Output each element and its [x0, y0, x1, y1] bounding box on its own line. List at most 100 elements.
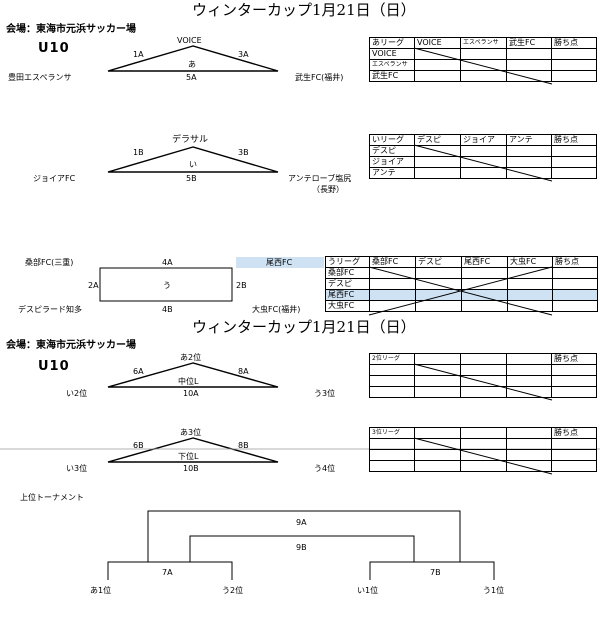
table-cell[interactable]: [414, 438, 461, 450]
table-cell[interactable]: [414, 59, 461, 71]
league-c-top-match: 4A: [162, 258, 173, 267]
league-2nd-left-match: 6A: [133, 367, 144, 376]
table-cell[interactable]: [414, 460, 461, 472]
table-cell[interactable]: [551, 48, 597, 60]
table-cell[interactable]: [414, 364, 461, 376]
league-b-right-team: アンテローブ塩尻: [288, 174, 352, 183]
table-cell[interactable]: [506, 460, 552, 472]
table-cell[interactable]: [414, 167, 461, 179]
table-cell[interactable]: [507, 289, 553, 301]
table-header-cell: 武生FC: [506, 37, 552, 49]
league-b-bottom-match: 5B: [186, 174, 197, 183]
table-cell[interactable]: [460, 438, 507, 450]
table-cell[interactable]: [461, 267, 508, 279]
table-cell[interactable]: [507, 278, 553, 290]
table-cell[interactable]: [507, 267, 553, 279]
table-header-cell: 大虫FC: [507, 256, 553, 268]
league-a-left-team: 豊田エスペランサ: [8, 73, 72, 82]
table-cell[interactable]: [461, 289, 508, 301]
table-cell[interactable]: [414, 375, 461, 387]
league-c-bottom-right-team: 大虫FC(福井): [252, 305, 301, 314]
table-row: [369, 460, 597, 472]
table-cell[interactable]: [506, 156, 552, 168]
table-cell[interactable]: [415, 267, 462, 279]
table-cell[interactable]: [506, 59, 552, 71]
table-cell[interactable]: [552, 267, 598, 279]
table-row: エスペランサ: [369, 59, 597, 71]
table-cell[interactable]: [551, 449, 597, 461]
table-cell[interactable]: [460, 375, 507, 387]
table-cell[interactable]: [506, 375, 552, 387]
table-cell[interactable]: [461, 278, 508, 290]
table-cell[interactable]: [369, 449, 415, 461]
table-cell[interactable]: [551, 386, 597, 398]
table-cell[interactable]: [369, 289, 416, 301]
table-cell[interactable]: [414, 70, 461, 82]
table-cell[interactable]: [460, 449, 507, 461]
table-cell[interactable]: [414, 386, 461, 398]
table-cell[interactable]: [551, 364, 597, 376]
table-cell[interactable]: [552, 300, 598, 312]
table-cell[interactable]: [414, 48, 461, 60]
table-cell[interactable]: [506, 386, 552, 398]
table-cell[interactable]: [551, 375, 597, 387]
table-cell[interactable]: [506, 167, 552, 179]
table-cell[interactable]: [506, 438, 552, 450]
table-cell[interactable]: [369, 267, 416, 279]
table-row-label: 武生FC: [369, 70, 415, 82]
table-cell[interactable]: [369, 386, 415, 398]
table-cell[interactable]: [460, 156, 507, 168]
table-cell[interactable]: [369, 460, 415, 472]
table-header-cell: 勝ち点: [551, 427, 597, 439]
table-cell[interactable]: [460, 59, 507, 71]
table-cell[interactable]: [461, 300, 508, 312]
table-cell[interactable]: [369, 364, 415, 376]
table-cell[interactable]: [552, 289, 598, 301]
table-row-label: デスピ: [369, 145, 415, 157]
table-header-cell: [414, 353, 461, 365]
table-cell[interactable]: [551, 59, 597, 71]
table-cell[interactable]: [551, 145, 597, 157]
league-c-table-header: うリーグ 桑部FC デスピ 尾西FC 大虫FC 勝ち点: [325, 256, 598, 268]
table-row: 武生FC: [369, 70, 597, 82]
table-cell[interactable]: [460, 167, 507, 179]
table-row-highlighted: 尾西FC: [325, 289, 598, 301]
table-row: デスピ: [325, 278, 598, 290]
table-cell[interactable]: [414, 449, 461, 461]
table-cell[interactable]: [552, 278, 598, 290]
table-cell[interactable]: [506, 364, 552, 376]
table-cell[interactable]: [369, 438, 415, 450]
table-cell[interactable]: [551, 460, 597, 472]
league-b-table-wrap: いリーグ デスピ ジョイア アンテ 勝ち点 デスピ ジョイア アンテ: [369, 134, 599, 182]
table-cell[interactable]: [460, 386, 507, 398]
table-cell[interactable]: [369, 375, 415, 387]
tournament-final-match: 9A: [296, 518, 307, 527]
table-cell[interactable]: [506, 70, 552, 82]
table-cell[interactable]: [414, 145, 461, 157]
table-cell[interactable]: [369, 300, 416, 312]
table-cell[interactable]: [507, 300, 553, 312]
table-cell[interactable]: [506, 48, 552, 60]
league-2nd-right-match: 8A: [238, 367, 249, 376]
league-c-top-left-team: 桑部FC(三重): [25, 258, 74, 267]
table-cell[interactable]: [415, 300, 462, 312]
league-a-center: あ: [188, 60, 196, 69]
table-cell[interactable]: [551, 156, 597, 168]
table-cell[interactable]: [460, 48, 507, 60]
table-cell[interactable]: [506, 449, 552, 461]
table-cell[interactable]: [369, 278, 416, 290]
table-row-label: アンテ: [369, 167, 415, 179]
table-cell[interactable]: [460, 145, 507, 157]
table-cell[interactable]: [506, 145, 552, 157]
league-b-triangle: [107, 146, 279, 173]
table-cell[interactable]: [551, 70, 597, 82]
table-cell[interactable]: [460, 70, 507, 82]
table-cell[interactable]: [415, 278, 462, 290]
table-cell[interactable]: [415, 289, 462, 301]
table-cell[interactable]: [551, 438, 597, 450]
table-cell[interactable]: [460, 364, 507, 376]
table-cell[interactable]: [460, 460, 507, 472]
table-cell[interactable]: [414, 156, 461, 168]
table-cell[interactable]: [551, 167, 597, 179]
table-header-cell: 尾西FC: [461, 256, 508, 268]
